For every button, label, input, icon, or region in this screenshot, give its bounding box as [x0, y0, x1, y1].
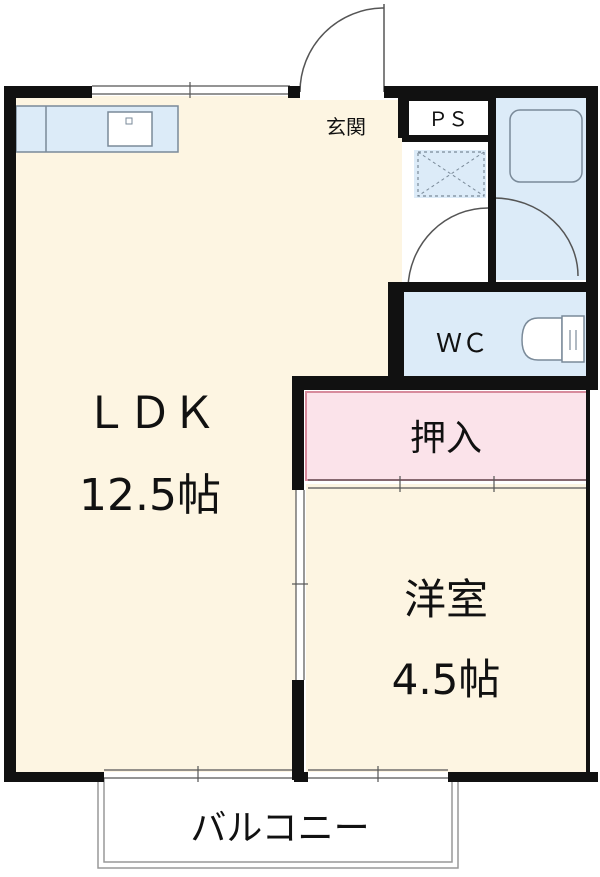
balcony: [97, 778, 459, 869]
toilet-icon: [521, 315, 585, 363]
ldk-size: 12.5帖: [79, 470, 221, 521]
western-room-label: 洋室: [404, 575, 488, 624]
washing-machine-space: [417, 151, 485, 197]
entrance-floor: [300, 100, 402, 148]
ldk-label: ＬＤＫ: [84, 388, 216, 439]
wc-label: ＷＣ: [436, 329, 488, 359]
entrance-label: 玄関: [326, 115, 366, 139]
western-room-size: 4.5帖: [392, 655, 501, 704]
bathtub-icon: [509, 109, 583, 183]
windows: [92, 82, 586, 782]
floor-fills: [14, 96, 590, 772]
ldk-floor: [14, 96, 402, 772]
kitchen-counter: [15, 105, 179, 153]
labels: ＬＤＫ 12.5帖 洋室 4.5帖 押入 玄関 ＰＳ ＷＣ バルコニー: [79, 107, 500, 849]
sink-area-floor: [414, 150, 486, 198]
walls: [4, 86, 598, 782]
western-room-floor: [306, 484, 587, 772]
closet-label: 押入: [410, 418, 482, 459]
ps-label: ＰＳ: [428, 107, 468, 131]
balcony-label: バルコニー: [190, 808, 369, 849]
sink-icon: [107, 111, 153, 147]
